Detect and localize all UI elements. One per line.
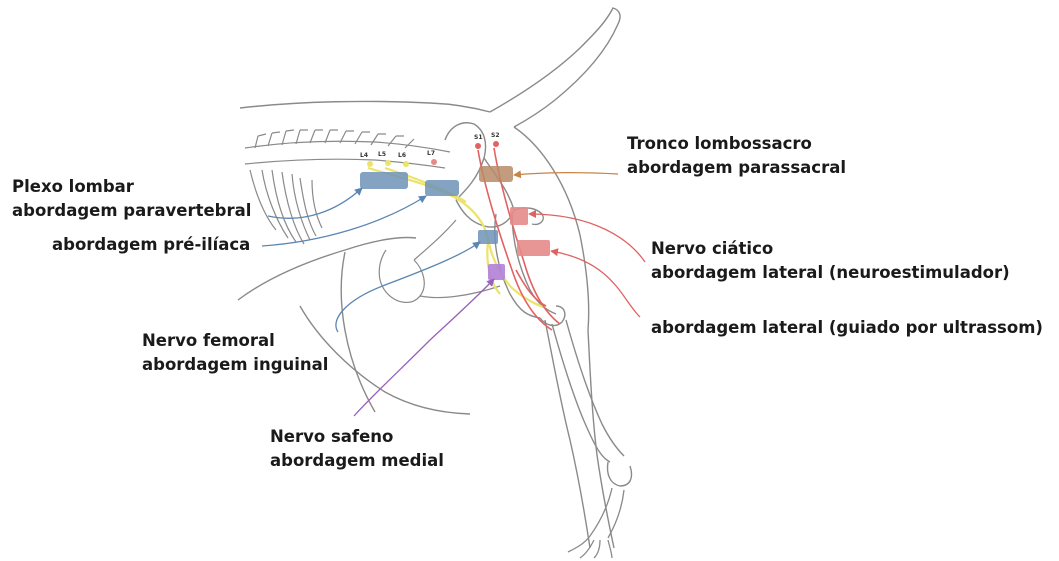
sciatic-neurostim-block-site: [510, 207, 528, 225]
root-l5-dot: [385, 160, 391, 166]
root-l7-dot: [431, 159, 437, 165]
femoral-arrow: [336, 242, 480, 332]
lateral-neurostimulator-label: abordagem lateral (neuroestimulador): [651, 261, 1010, 285]
paw: [568, 488, 624, 558]
lumbar-plexus-label: Plexo lombar abordagem paravertebral: [12, 175, 251, 223]
femoral-nerve-title: Nervo femoral: [142, 329, 328, 353]
lumbar-plexus-title: Plexo lombar: [12, 175, 251, 199]
pre-iliac-block-site: [425, 180, 459, 196]
pre-iliac-approach-label: abordagem pré-ilíaca: [52, 233, 250, 257]
sciatic-nerve-title: Nervo ciático: [651, 237, 1010, 261]
lateral-ultrasound-label: abordagem lateral (guiado por ultrassom): [651, 316, 1043, 340]
parasacral-approach-label: abordagem parassacral: [627, 156, 846, 180]
sciatic-nerve-label: Nervo ciático abordagem lateral (neuroes…: [651, 237, 1010, 285]
parasacral-arrow: [514, 173, 618, 175]
femoral-nerve-label: Nervo femoral abordagem inguinal: [142, 329, 328, 377]
root-l4-dot: [367, 161, 373, 167]
sciatic-ultrasound-block-site: [517, 240, 550, 256]
root-s1-dot: [475, 143, 481, 149]
pre-iliac-arrow: [262, 196, 426, 246]
saphenous-nerve-title: Nervo safeno: [270, 425, 444, 449]
root-l6-dot: [403, 161, 409, 167]
saphenous-nerve-label: Nervo safeno abordagem medial: [270, 425, 444, 473]
vertebra-l7-label: L7: [427, 150, 435, 157]
vertebra-s1-label: S1: [474, 134, 483, 141]
ribs: [250, 170, 322, 244]
saphenous-medial-block-site: [488, 264, 505, 280]
sciatic-ultrasound-arrow: [551, 251, 640, 317]
inguinal-approach-label: abordagem inguinal: [142, 353, 328, 377]
spine: [245, 130, 450, 168]
vertebra-l6-label: L6: [398, 152, 406, 159]
lumbosacral-trunk-title: Tronco lombossacro: [627, 132, 846, 156]
paravertebral-block-site: [360, 172, 408, 189]
lumbosacral-trunk-label: Tronco lombossacro abordagem parassacral: [627, 132, 846, 180]
parasacral-block-site: [479, 166, 513, 182]
inguinal-femoral-block-site: [478, 230, 498, 244]
vertebra-s2-label: S2: [491, 132, 500, 139]
vertebra-l5-label: L5: [378, 151, 386, 158]
root-s2-dot: [493, 141, 499, 147]
paravertebral-approach-label: abordagem paravertebral: [12, 199, 251, 223]
saphenous-arrow: [354, 279, 494, 416]
medial-approach-label: abordagem medial: [270, 449, 444, 473]
nerve-roots: L4 L5 L6 L7 S1 S2: [360, 132, 500, 167]
vertebra-l4-label: L4: [360, 152, 368, 159]
